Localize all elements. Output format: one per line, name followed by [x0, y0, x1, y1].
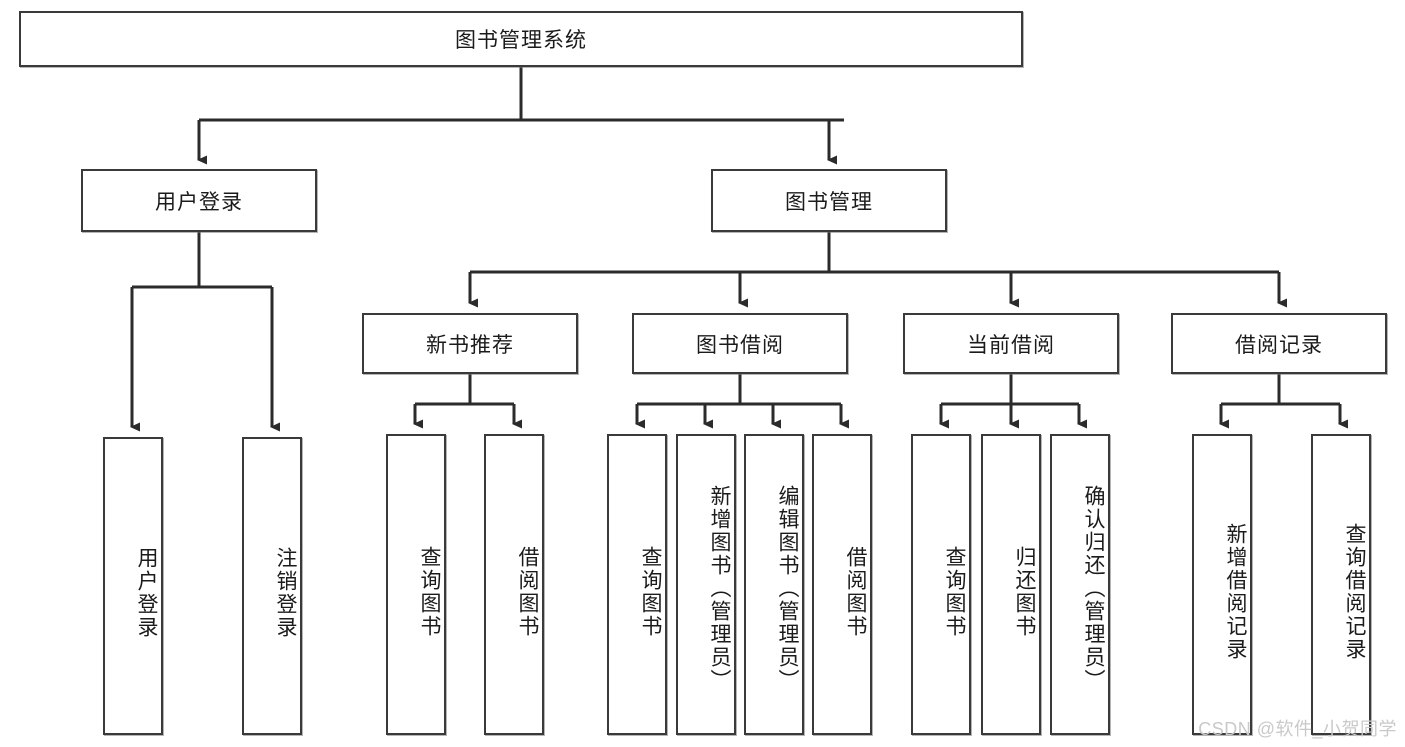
node-leaf-query-book-1[interactable]: 查询图书 [386, 434, 446, 735]
node-leaf-add-book-label: 新增图书（管理员） [708, 485, 731, 692]
node-leaf-logout-login-label: 注销登录 [274, 547, 297, 639]
node-new-book-recommend-label: 新书推荐 [426, 333, 514, 357]
node-leaf-confirm-return-label: 确认归还（管理员） [1082, 485, 1105, 692]
node-borrow-record[interactable]: 借阅记录 [1171, 313, 1387, 374]
node-leaf-add-record[interactable]: 新增借阅记录 [1192, 434, 1252, 735]
node-borrow-record-label: 借阅记录 [1235, 333, 1323, 357]
node-user-login[interactable]: 用户登录 [81, 169, 317, 232]
node-leaf-edit-book-label: 编辑图书（管理员） [776, 485, 799, 692]
node-leaf-borrow-book-2[interactable]: 借阅图书 [812, 434, 872, 735]
node-leaf-query-book-2-label: 查询图书 [639, 545, 662, 638]
node-leaf-user-login[interactable]: 用户登录 [103, 437, 163, 735]
node-leaf-query-record[interactable]: 查询借阅记录 [1311, 434, 1371, 735]
node-root[interactable]: 图书管理系统 [19, 11, 1023, 67]
node-user-login-label: 用户登录 [155, 190, 243, 214]
node-leaf-borrow-book-1[interactable]: 借阅图书 [484, 434, 544, 735]
node-leaf-borrow-book-1-label: 借阅图书 [516, 545, 539, 638]
node-leaf-query-record-label: 查询借阅记录 [1343, 522, 1366, 661]
node-leaf-logout-login[interactable]: 注销登录 [242, 437, 302, 735]
node-book-borrow[interactable]: 图书借阅 [632, 313, 848, 374]
node-leaf-query-book-3-label: 查询图书 [943, 545, 966, 638]
node-leaf-add-record-label: 新增借阅记录 [1224, 522, 1247, 661]
node-book-borrow-label: 图书借阅 [696, 333, 784, 357]
node-current-borrow[interactable]: 当前借阅 [903, 313, 1119, 374]
node-leaf-add-book[interactable]: 新增图书（管理员） [676, 434, 736, 735]
node-leaf-query-book-3[interactable]: 查询图书 [911, 434, 971, 735]
node-book-management[interactable]: 图书管理 [711, 169, 947, 232]
node-leaf-confirm-return[interactable]: 确认归还（管理员） [1050, 434, 1110, 735]
node-leaf-user-login-label: 用户登录 [135, 547, 158, 639]
node-leaf-query-book-1-label: 查询图书 [418, 545, 441, 638]
node-leaf-edit-book[interactable]: 编辑图书（管理员） [744, 434, 804, 735]
node-new-book-recommend[interactable]: 新书推荐 [362, 313, 578, 374]
node-current-borrow-label: 当前借阅 [967, 333, 1055, 357]
node-leaf-borrow-book-2-label: 借阅图书 [844, 545, 867, 638]
node-book-management-label: 图书管理 [785, 190, 873, 214]
node-root-label: 图书管理系统 [455, 29, 587, 52]
node-leaf-return-book-label: 归还图书 [1013, 545, 1036, 638]
watermark-text: CSDN @软件_小贺同学 [1198, 719, 1397, 739]
node-leaf-return-book[interactable]: 归还图书 [981, 434, 1041, 735]
node-leaf-query-book-2[interactable]: 查询图书 [607, 434, 667, 735]
